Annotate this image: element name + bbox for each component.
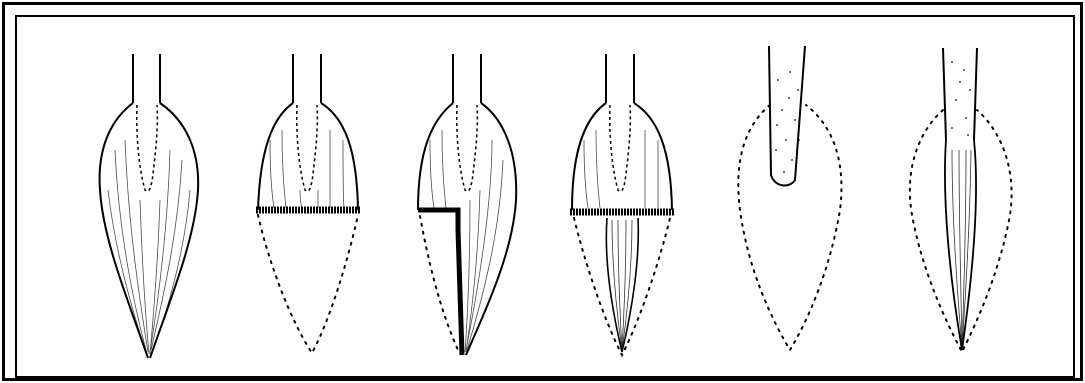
brush-panel-stepped	[418, 54, 516, 355]
brush-panel-thin	[910, 48, 1012, 352]
brush-panel-handle	[738, 46, 841, 350]
brush-panel-full	[100, 54, 199, 358]
brush-panel-core	[570, 54, 674, 355]
brush-panel-cut	[256, 54, 360, 353]
